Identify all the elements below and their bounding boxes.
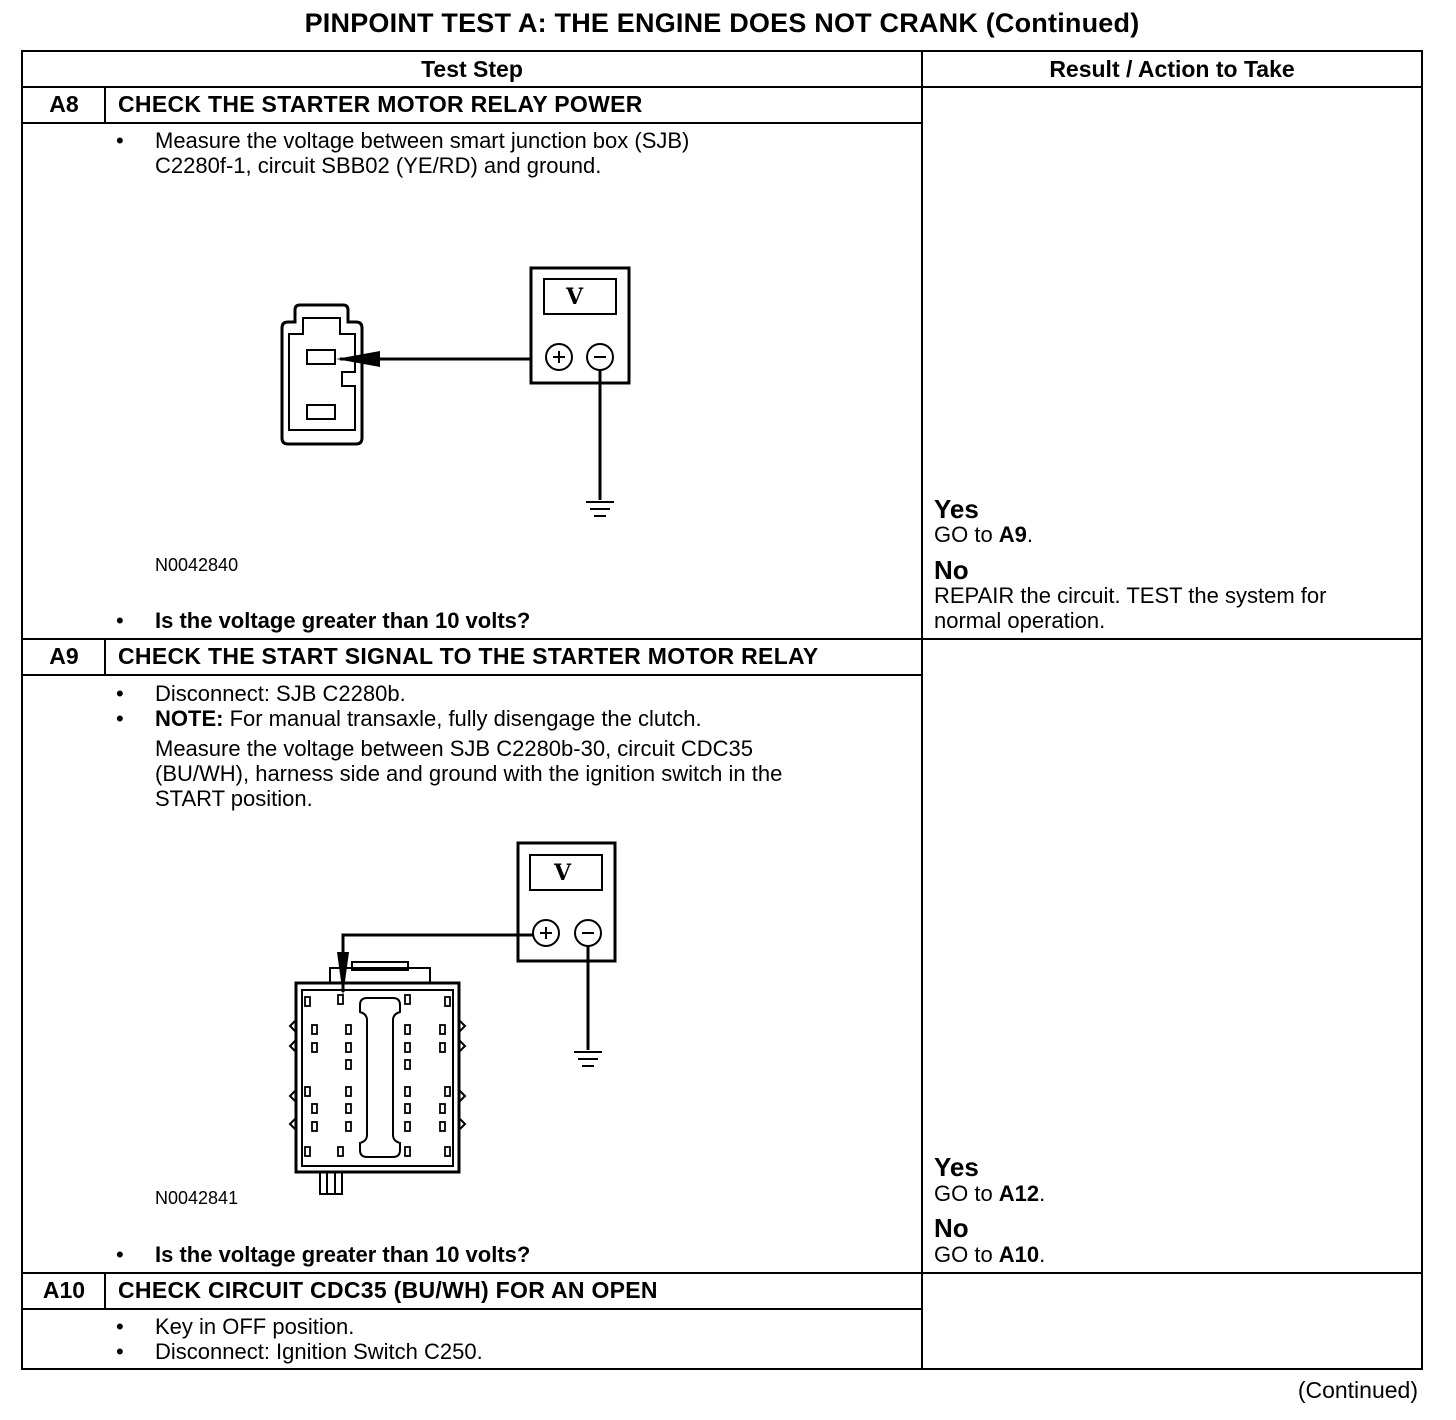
step-measure-instruction: Measure the voltage between SJB C2280b-3… bbox=[155, 736, 783, 811]
step-instruction: Disconnect: SJB C2280b. bbox=[155, 681, 406, 706]
link-step-a12[interactable]: A12 bbox=[998, 1181, 1040, 1206]
step-title-a10: CHECK CIRCUIT CDC35 (BU/WH) FOR AN OPEN bbox=[118, 1277, 658, 1303]
page-title: PINPOINT TEST A: THE ENGINE DOES NOT CRA… bbox=[304, 8, 1140, 38]
link-step-a10[interactable]: A10 bbox=[998, 1242, 1040, 1267]
ground-symbol-icon bbox=[586, 501, 614, 517]
bullet-dot: • bbox=[116, 1314, 124, 1339]
figure-id: N0042841 bbox=[155, 1188, 239, 1208]
step-id-a10: A10 bbox=[42, 1277, 86, 1303]
connector-icon bbox=[280, 303, 364, 446]
result-no-action: REPAIR the circuit. TEST the system for … bbox=[934, 583, 1327, 633]
voltmeter-symbol: V bbox=[566, 284, 584, 310]
step-title-a8: CHECK THE STARTER MOTOR RELAY POWER bbox=[118, 91, 643, 117]
voltmeter-icon bbox=[516, 841, 617, 963]
link-step-a9[interactable]: A9 bbox=[998, 522, 1027, 547]
connector-icon bbox=[288, 961, 467, 1195]
bullet-dot: • bbox=[116, 706, 124, 731]
bullet-dot: • bbox=[116, 608, 124, 633]
bullet-dot: • bbox=[116, 1339, 124, 1364]
result-yes-label: Yes bbox=[934, 1152, 979, 1182]
ground-symbol-icon bbox=[574, 1051, 602, 1067]
step-id-a8: A8 bbox=[49, 91, 79, 117]
result-no-label: No bbox=[934, 555, 969, 585]
figure-id: N0042840 bbox=[155, 555, 239, 575]
result-yes-label: Yes bbox=[934, 494, 979, 524]
step-question: Is the voltage greater than 10 volts? bbox=[155, 608, 531, 633]
voltmeter-icon bbox=[529, 266, 631, 385]
continued-footer: (Continued) bbox=[1297, 1377, 1418, 1403]
column-header-result-action: Result / Action to Take bbox=[1049, 56, 1295, 82]
step-id-a9: A9 bbox=[49, 643, 79, 669]
step-instruction: Disconnect: Ignition Switch C250. bbox=[155, 1339, 483, 1364]
result-yes-action: GO to A12. bbox=[934, 1181, 1046, 1206]
step-note: NOTE: For manual transaxle, fully diseng… bbox=[155, 706, 702, 731]
result-no-label: No bbox=[934, 1213, 969, 1243]
bullet-dot: • bbox=[116, 128, 124, 153]
step-instruction: Measure the voltage between smart juncti… bbox=[155, 128, 690, 178]
step-title-a9: CHECK THE START SIGNAL TO THE STARTER MO… bbox=[118, 643, 819, 669]
bullet-dot: • bbox=[116, 1242, 124, 1267]
step-instruction: Key in OFF position. bbox=[155, 1314, 355, 1339]
bullet-dot: • bbox=[116, 681, 124, 706]
result-no-action: GO to A10. bbox=[934, 1242, 1046, 1267]
voltmeter-symbol: V bbox=[554, 860, 572, 886]
result-yes-action: GO to A9. bbox=[934, 522, 1034, 547]
column-header-test-step: Test Step bbox=[421, 56, 523, 82]
step-question: Is the voltage greater than 10 volts? bbox=[155, 1242, 531, 1267]
